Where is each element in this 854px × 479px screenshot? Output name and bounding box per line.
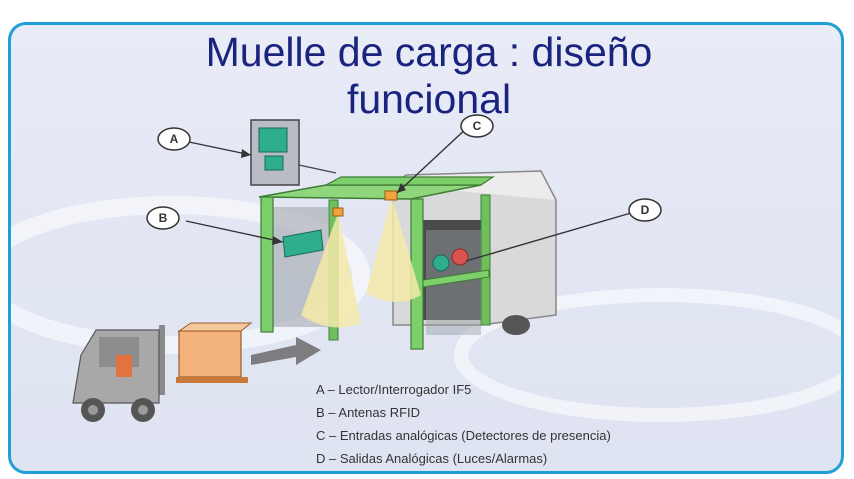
legend-item-b: B – Antenas RFID (316, 405, 421, 420)
callout-arrowheads (241, 149, 406, 245)
callout-d-label: D (641, 203, 650, 217)
callout-a-label: A (170, 132, 179, 146)
loading-dock-diagram: A B C D (11, 114, 841, 422)
legend-item-c: C – Entradas analógicas (Detectores de p… (316, 428, 611, 443)
slide-title: Muelle de carga : diseño funcional (11, 29, 841, 123)
lights-alarms (432, 248, 469, 272)
legend-item-a: A – Lector/Interrogador IF5 (316, 382, 472, 397)
rfid-portal (258, 176, 495, 350)
forklift (72, 322, 253, 422)
rfid-reader-device (250, 119, 337, 186)
legend-item-d: D – Salidas Analógicas (Luces/Alarmas) (316, 451, 548, 466)
callout-a: A (157, 127, 191, 151)
background-swirls (11, 196, 841, 422)
callout-c-label: C (473, 119, 482, 133)
slide-frame: Muelle de carga : diseño funcional (8, 22, 844, 474)
callout-b: B (146, 206, 180, 230)
callout-d: D (628, 198, 662, 222)
callout-lines (185, 125, 632, 262)
legend: A – Lector/Interrogador IF5 B – Antenas … (316, 378, 611, 470)
callout-c: C (460, 114, 494, 138)
title-line-1: Muelle de carga : diseño (205, 29, 653, 75)
rfid-antenna-panel (282, 229, 324, 258)
antenna-beams (301, 197, 421, 328)
movement-arrow (251, 337, 321, 365)
callout-b-label: B (159, 211, 168, 225)
presence-sensors (332, 190, 398, 217)
title-line-2: funcional (346, 76, 512, 122)
